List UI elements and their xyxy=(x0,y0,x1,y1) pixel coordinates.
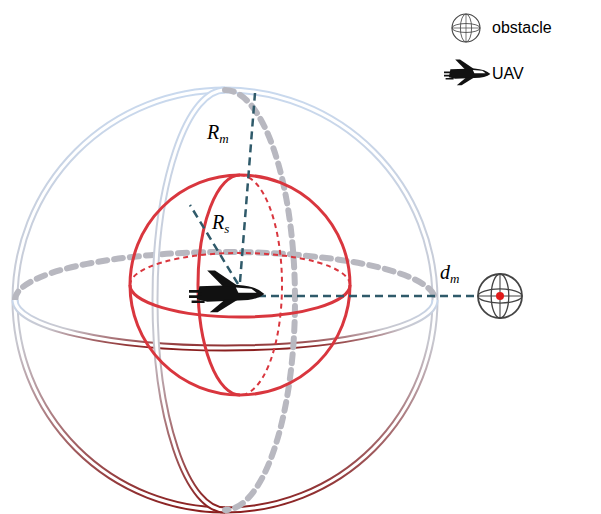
obstacle-sphere xyxy=(478,274,522,318)
radius-label: Rm xyxy=(207,122,229,145)
legend-text: UAV xyxy=(492,66,524,82)
legend-obstacle-sample xyxy=(452,14,480,42)
uav-icon xyxy=(189,271,264,313)
radius-label: Rs xyxy=(212,212,229,235)
legend-uav-sample xyxy=(444,60,490,86)
legend-text: obstacle xyxy=(492,20,552,36)
distance-label: dm xyxy=(440,262,459,285)
